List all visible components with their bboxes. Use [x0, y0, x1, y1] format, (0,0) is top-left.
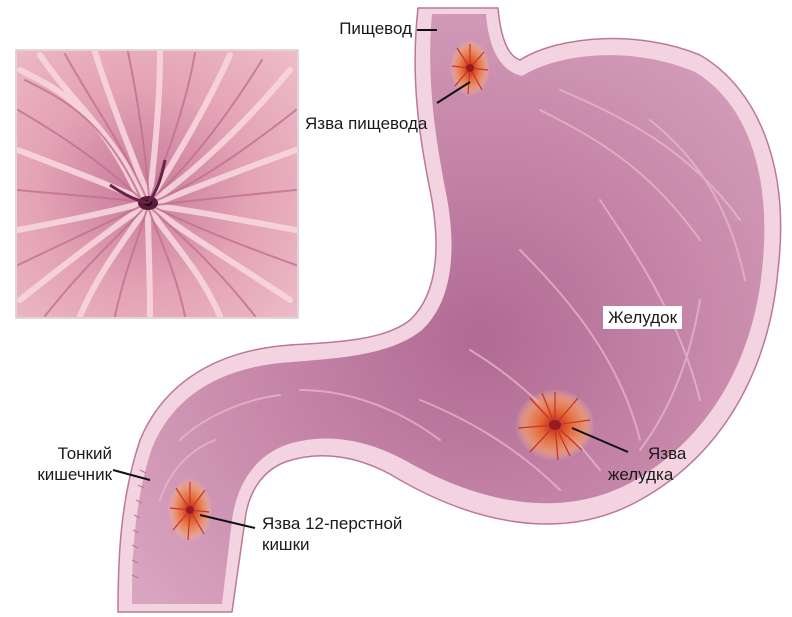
duodenal-ulcer [168, 478, 212, 542]
inset-mucosa-closeup [16, 50, 298, 318]
gastric-ulcer [515, 389, 595, 461]
label-stomach: Желудок [603, 306, 682, 329]
label-small-intestine-line1: Тонкий [12, 443, 112, 464]
label-esophagus: Пищевод [300, 18, 412, 39]
label-duodenal-ulcer-line2: кишки [262, 534, 402, 555]
label-gastric-ulcer-line1: Язва [608, 443, 686, 464]
label-small-intestine: Тонкий кишечник [12, 443, 112, 485]
label-esophageal-ulcer: Язва пищевода [305, 113, 427, 134]
label-gastric-ulcer-line2: желудка [608, 464, 686, 485]
label-small-intestine-line2: кишечник [12, 464, 112, 485]
label-gastric-ulcer: Язва желудка [608, 443, 686, 485]
label-duodenal-ulcer: Язва 12-перстной кишки [262, 513, 402, 555]
label-duodenal-ulcer-line1: Язва 12-перстной [262, 513, 402, 534]
esophageal-ulcer [450, 40, 490, 96]
